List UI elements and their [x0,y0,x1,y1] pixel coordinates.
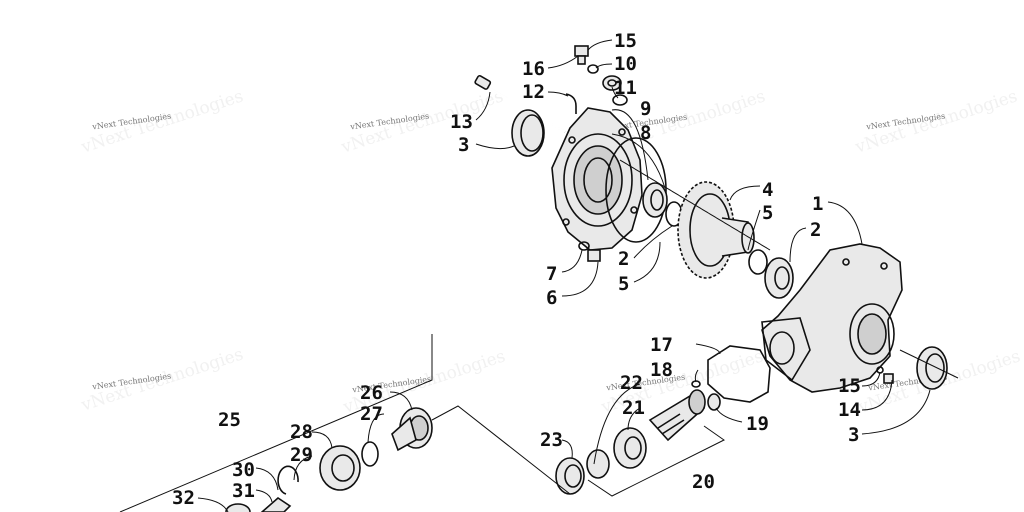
callout-29: 29 [290,444,313,466]
callout-27: 27 [360,403,383,425]
callout-9: 9 [640,98,651,120]
callout-12: 12 [522,81,545,103]
gasket-icon [707,345,771,403]
shaft-icon [565,93,577,114]
callout-2-right: 2 [810,219,821,241]
shaft-icon [225,496,292,512]
callout-14: 14 [838,399,861,421]
callout-2-left: 2 [618,248,629,270]
callout-23: 23 [540,429,563,451]
callout-15-right: 15 [838,375,861,397]
callout-26: 26 [360,382,383,404]
seal-icon [916,346,948,390]
bolt-icon [883,373,894,384]
bolt-icon [602,75,622,91]
bearing-icon [642,182,668,218]
callout-19: 19 [746,413,769,435]
callout-21: 21 [622,397,645,419]
callout-6: 6 [546,287,557,309]
callout-1: 1 [812,193,823,215]
callout-20: 20 [692,471,715,493]
callout-3-right: 3 [848,424,859,446]
gear-icon [677,181,755,279]
bearing-icon [319,445,361,491]
washer-icon [587,64,599,74]
shaft-icon [648,389,706,442]
callout-15-top: 15 [614,30,637,52]
washer-icon [748,249,768,275]
bolt-icon [574,45,589,65]
callout-5-right: 5 [762,202,773,224]
callout-32: 32 [172,487,195,509]
washer-icon [578,241,590,251]
callout-31: 31 [232,480,255,502]
shaft-icon [391,407,433,452]
bearing-icon [613,427,647,469]
callout-25: 25 [218,409,241,431]
bearing-icon [764,257,794,299]
o-ring-icon [612,94,628,106]
housing-icon [761,243,903,393]
bearing-icon [707,393,721,411]
o-ring-icon [361,441,379,467]
callout-7: 7 [546,263,557,285]
bolt-icon [587,249,601,262]
callout-18: 18 [650,359,673,381]
callout-30: 30 [232,459,255,481]
callout-17: 17 [650,334,673,356]
callout-28: 28 [290,421,313,443]
callout-13: 13 [450,111,473,133]
callout-5-left: 5 [618,273,629,295]
seal-icon [511,109,545,157]
callout-8: 8 [640,122,651,144]
callout-11: 11 [614,77,637,99]
callout-22: 22 [620,372,643,394]
o-ring-icon [277,465,299,495]
bearing-icon [586,449,610,479]
callout-3-top: 3 [458,134,469,156]
callout-4: 4 [762,179,773,201]
o-ring-icon [605,137,667,243]
callout-10: 10 [614,53,637,75]
callout-16: 16 [522,58,545,80]
housing-icon [551,107,643,251]
seal-icon [555,457,585,495]
